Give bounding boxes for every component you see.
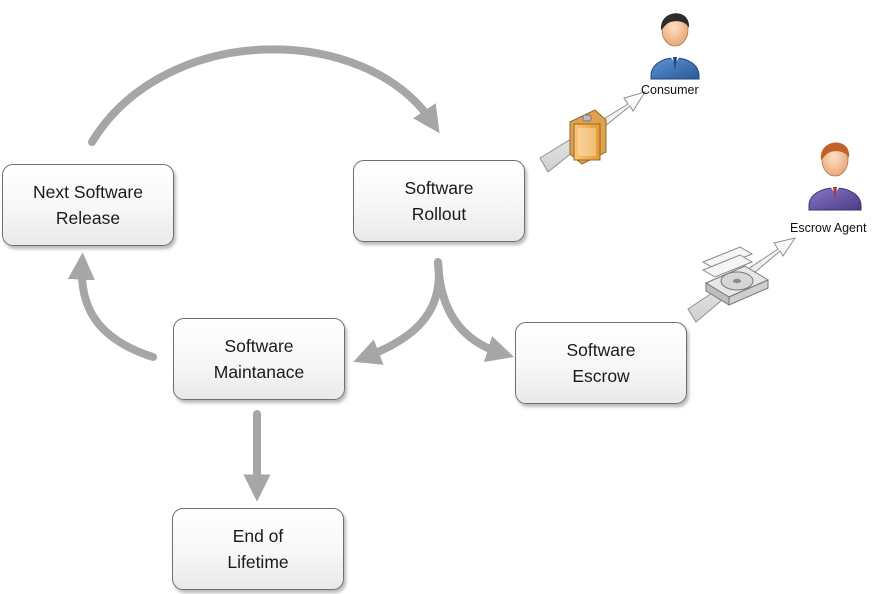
node-next-software-release: Next Software Release <box>2 164 174 246</box>
node-end-of-lifetime: End of Lifetime <box>172 508 344 590</box>
node-software-maintenance: Software Maintanace <box>173 318 345 400</box>
escrow-agent-label: Escrow Agent <box>790 221 867 235</box>
arrow-release-to-rollout <box>88 45 440 146</box>
arrow-rollout-to-escrow <box>434 258 515 363</box>
arrow-rollout-to-maintenance <box>353 258 443 365</box>
arrow-maintenance-to-release <box>67 252 157 361</box>
software-package-icon <box>569 109 607 165</box>
node-software-rollout: Software Rollout <box>353 160 525 242</box>
consumer-person-icon <box>650 13 700 80</box>
consumer-label: Consumer <box>641 83 699 97</box>
escrow-agent-person-icon <box>808 142 862 211</box>
node-software-escrow: Software Escrow <box>515 322 687 404</box>
disk-drive-icon <box>701 246 770 306</box>
